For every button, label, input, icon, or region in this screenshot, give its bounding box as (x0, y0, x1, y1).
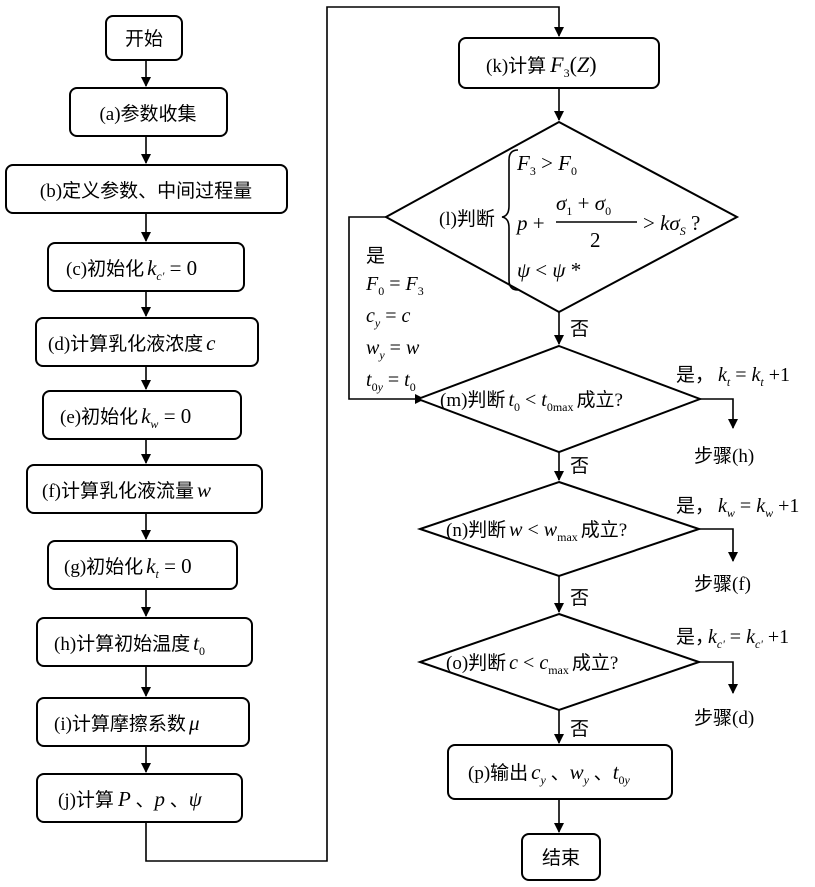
decision-n-text: (n)判断 (446, 519, 506, 541)
start-label: 开始 (125, 28, 163, 50)
arrow-m-yes (700, 399, 733, 428)
assign-f0: F0 = F3 (365, 273, 424, 298)
decision-n-label: (n)判断w < wmax成立? (446, 519, 627, 544)
no-label-o: 否 (570, 719, 589, 740)
step-c-label: (c)初始化kc' = 0 (66, 256, 197, 283)
decision-o-text: (o)判断 (446, 652, 506, 674)
assign-t0y: t0y = t0 (366, 369, 416, 394)
cond-2-denominator: 2 (590, 228, 601, 252)
end-label: 结束 (542, 847, 580, 869)
inc-kt: kt = kt +1 (718, 364, 790, 389)
step-f-label: (f)计算乳化液流量w (42, 478, 211, 502)
decision-o-suffix: 成立? (572, 652, 618, 674)
cond-2-numerator: σ1 + σ0 (556, 191, 611, 218)
cond-2-right: > kσS ? (643, 211, 700, 238)
yes-label-n: 是， (676, 496, 714, 517)
no-label-n: 否 (570, 588, 589, 609)
step-e-text: (e)初始化 (60, 406, 138, 428)
step-f-text: (f)计算乳化液流量 (42, 480, 194, 502)
cond-3: ψ < ψ * (517, 258, 581, 282)
step-d-text: (d)计算乳化液浓度 (48, 333, 203, 355)
decision-m-text: (m)判断 (440, 389, 505, 411)
step-g-text: (g)初始化 (64, 556, 143, 578)
cond-1: F3 > F0 (516, 151, 577, 178)
inc-kc: kc' = kc' +1 (708, 626, 789, 651)
step-i-text: (i)计算摩擦系数 (54, 713, 186, 735)
arrow-n-yes (699, 529, 733, 561)
step-d-label: (d)计算乳化液浓度c (48, 331, 216, 355)
step-j-text: (j)计算 (58, 789, 114, 811)
step-k-label: (k)计算F3(Z) (486, 52, 597, 80)
no-label-m: 否 (570, 456, 589, 477)
step-b-label: (b)定义参数、中间过程量 (40, 180, 252, 202)
assign-cy: cy = c (366, 305, 411, 330)
step-h-ref: 步骤(h) (694, 445, 754, 467)
decision-o-label: (o)判断c < cmax成立? (446, 652, 618, 677)
step-p-label: (p)输出cy 、wy 、t0y (468, 760, 631, 787)
decision-n-suffix: 成立? (581, 519, 627, 541)
no-label-l: 否 (570, 319, 589, 340)
step-d-ref: 步骤(d) (694, 707, 754, 729)
step-h-text: (h)计算初始温度 (54, 633, 190, 655)
yes-label-l: 是 (366, 246, 385, 267)
decision-m-suffix: 成立? (577, 389, 623, 411)
step-j-label: (j)计算P 、p 、ψ (58, 787, 203, 811)
step-p-text: (p)输出 (468, 762, 528, 784)
decision-m-label: (m)判断t0 < t0max成立? (440, 389, 623, 414)
step-f-ref: 步骤(f) (694, 573, 751, 595)
arrow-o-yes (699, 662, 733, 693)
decision-l-label: (l)判断 (439, 208, 495, 230)
step-a-label: (a)参数收集 (99, 103, 196, 125)
step-i-label: (i)计算摩擦系数μ (54, 711, 199, 735)
step-g-label: (g)初始化kt = 0 (64, 554, 192, 581)
yes-label-m: 是， (676, 365, 714, 386)
step-e-label: (e)初始化kw = 0 (60, 404, 191, 431)
step-k-text: (k)计算 (486, 55, 546, 77)
assign-wy: wy = w (366, 337, 420, 362)
step-h-label: (h)计算初始温度t0 (54, 631, 205, 658)
inc-kw: kw = kw +1 (718, 495, 799, 520)
cond-2: p + (515, 211, 545, 235)
step-c-text: (c)初始化 (66, 258, 144, 280)
